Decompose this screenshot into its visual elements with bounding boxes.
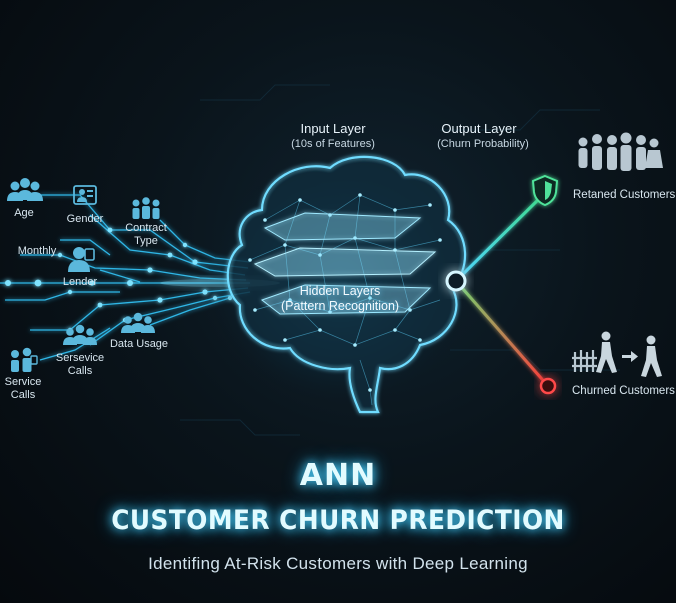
output-node (445, 270, 467, 292)
walking-person-icon (596, 331, 617, 373)
input-layer-subtitle: (10s of Features) (291, 138, 375, 150)
hidden-layers-subtitle: (Pattern Recognition) (280, 299, 400, 313)
shield-icon (531, 174, 559, 207)
hidden-layers-title: Hidden Layers (299, 284, 381, 298)
people-group-icon (132, 197, 160, 219)
input-layer-title: Input Layer (300, 121, 366, 136)
churned-node (539, 377, 557, 395)
hidden-layers-label: Hidden Layers (Pattern Recognition) (281, 284, 399, 314)
feature-age-label: Age (14, 207, 34, 219)
tagline: Identifing At-Risk Customers with Deep L… (148, 554, 528, 573)
feature-data-usage-label: Data Usage (109, 338, 169, 350)
churned-customers-label: Churned Customers (572, 385, 675, 397)
people-group-icon (121, 312, 155, 333)
walking-person-icon (641, 335, 662, 377)
feature-serservice-label-2: Calls (67, 365, 93, 377)
brain-network (200, 150, 480, 414)
feature-lender-label: Lender (62, 276, 98, 288)
arrow-right-icon (622, 351, 638, 362)
feature-service-label-1: Service (4, 376, 42, 388)
person-badge-icon (68, 247, 95, 272)
retained-connection (454, 190, 548, 283)
feature-monthly-label: Monthly (17, 245, 57, 257)
feature-contract-label-1: Contract (125, 222, 167, 234)
page-subtitle: CUSTOMER CHURN PREDICTION (111, 505, 565, 536)
feature-serservice-label-1: Sersevice (55, 352, 105, 364)
retained-customers-label: Retaned Customers (573, 189, 676, 201)
page-title: ANN (299, 458, 377, 493)
churned-connection (454, 280, 550, 387)
feature-service-label-2: Calls (10, 389, 36, 401)
people-group-icon (7, 178, 43, 201)
people-group-icon (578, 132, 663, 171)
people-group-icon (11, 347, 38, 372)
feature-gender-label: Gender (66, 213, 104, 225)
feature-contract-label-2: Type (134, 235, 158, 247)
gate-icon (572, 350, 597, 372)
output-layer-title: Output Layer (441, 121, 517, 136)
hidden-layer-planes (253, 212, 437, 315)
person-badge-icon (73, 185, 97, 205)
output-layer-subtitle: (Churn Probability) (437, 138, 529, 150)
people-group-icon (63, 324, 97, 345)
